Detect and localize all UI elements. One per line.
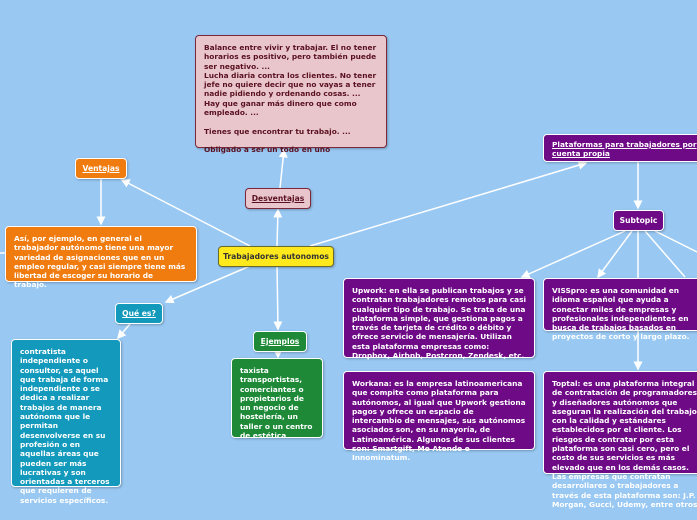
central-topic[interactable]: Trabajadores autonomos [218,246,334,267]
que-es-text[interactable]: contratista independiente o consultor, e… [11,339,121,505]
plataformas-topic[interactable]: Plataformas para trabajadores por cuenta… [543,134,697,162]
workana-text[interactable]: Workana: es la empresa latinoamericana q… [343,371,535,462]
ventajas-topic[interactable]: Ventajas [75,158,127,179]
subtopic[interactable]: Subtopic [613,210,664,231]
upwork-text[interactable]: Upwork: en ella se publican trabajos y s… [343,278,535,360]
visspro-text[interactable]: VISSpro: es una comunidad en idioma espa… [543,278,697,341]
ejemplos-topic[interactable]: Ejemplos [253,331,307,352]
que-es-topic[interactable]: Qué es? [115,303,163,324]
ventajas-text[interactable]: Así, por ejemplo, en general el trabajad… [5,226,197,289]
ejemplos-text[interactable]: taxista transportistas, comerciantes o p… [231,358,323,440]
desventajas-text[interactable]: Balance entre vivir y trabajar. El no te… [195,35,387,154]
desventajas-topic[interactable]: Desventajas [245,188,311,209]
toptal-text[interactable]: Toptal: es una plataforma integral de co… [543,371,697,509]
